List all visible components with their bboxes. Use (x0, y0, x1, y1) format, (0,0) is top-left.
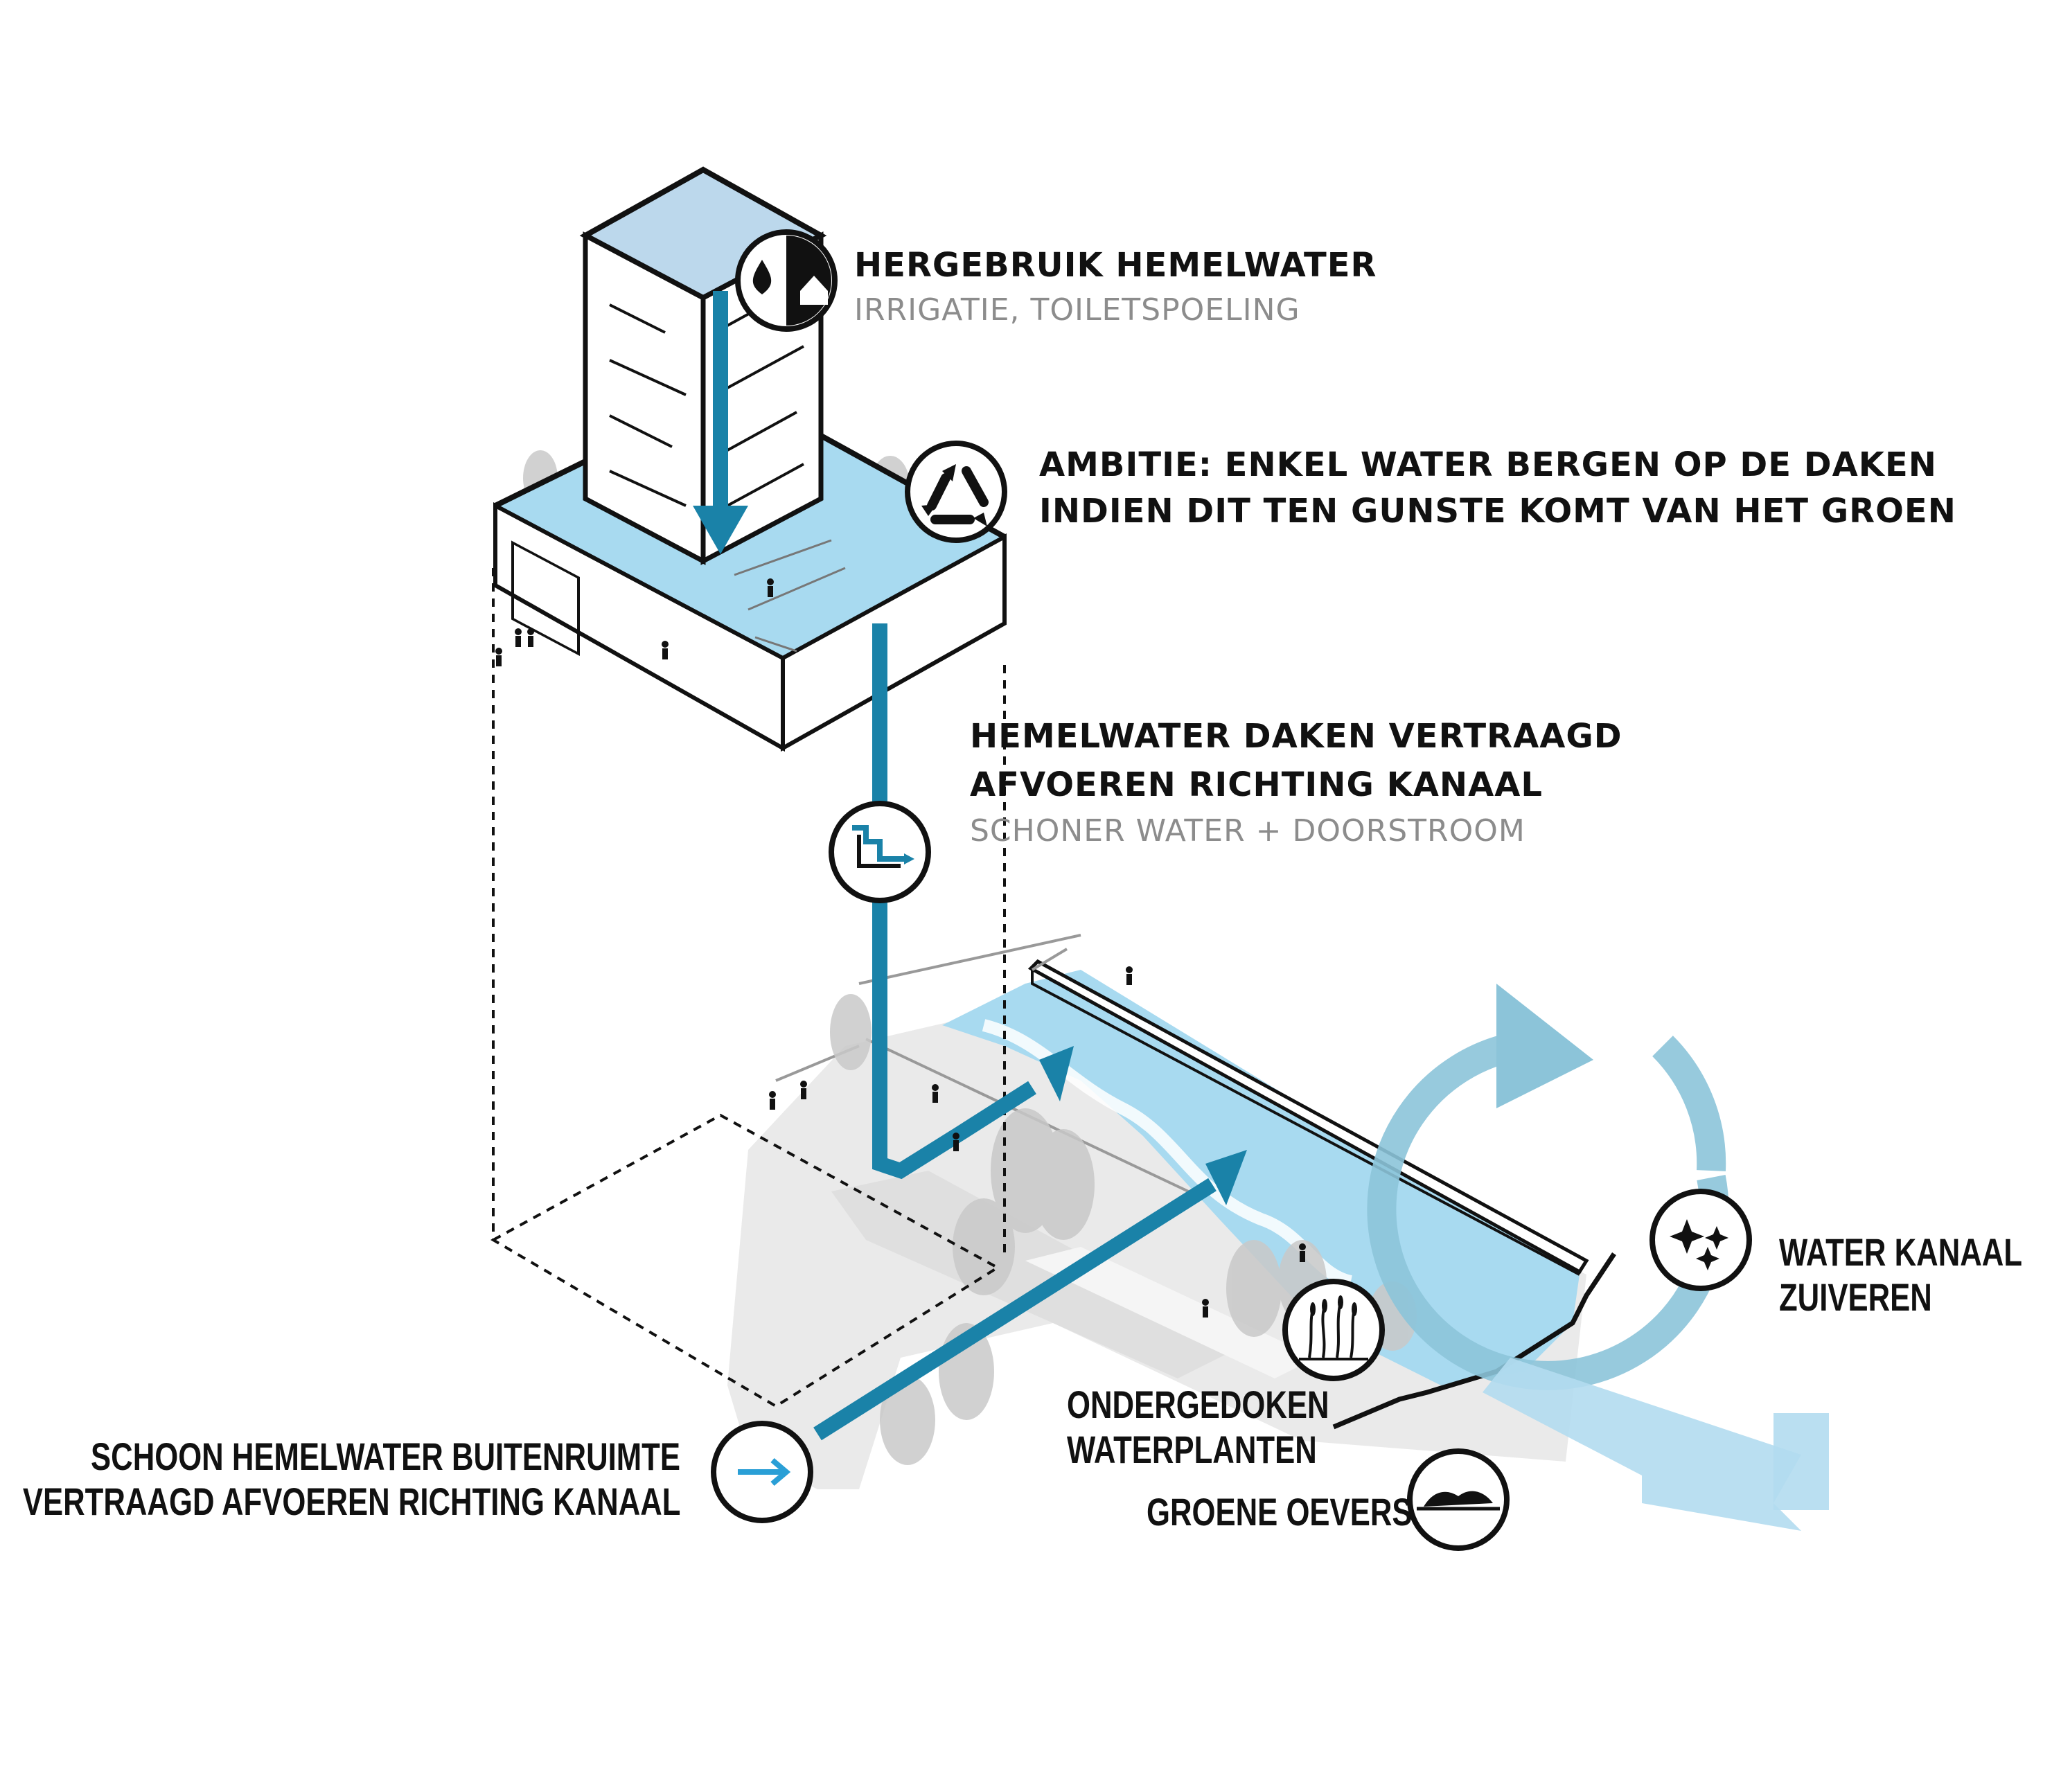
banks-label: GROENE OEVERS (1147, 1490, 1413, 1534)
ground-plane (727, 934, 1586, 1489)
tower-building (579, 166, 827, 565)
plants-line-1: ONDERGEDOKEN (1067, 1383, 1329, 1426)
site-outline (490, 568, 1006, 1408)
purify-line-2: ZUIVEREN (1779, 1275, 1932, 1319)
recycle-icon (905, 441, 1007, 543)
arrow-right-icon (711, 1421, 813, 1523)
roof-runoff-line-1: HEMELWATER DAKEN VERTRAAGD (970, 717, 1622, 756)
ambition-line-1: AMBITIE: ENKEL WATER BERGEN OP DE DAKEN (1039, 445, 1937, 484)
people (495, 578, 1306, 1318)
ambition-line-2: INDIEN DIT TEN GUNSTE KOMT VAN HET GROEN (1039, 492, 1956, 531)
outdoor-line-2: VERTRAAGD AFVOEREN RICHTING KANAAL (22, 1480, 680, 1523)
reuse-title: HERGEBRUIK HEMELWATER (854, 246, 1377, 285)
water-plants-icon (1282, 1279, 1385, 1381)
roof-runoff-subtitle: SCHONER WATER + DOORSTROOM (970, 813, 1525, 849)
water-drop-house-icon (735, 229, 838, 332)
green-bank-icon (1407, 1448, 1510, 1551)
purification-cycle (1367, 984, 1829, 1531)
plants-line-2: WATERPLANTEN (1067, 1428, 1317, 1471)
outdoor-line-1: SCHOON HEMELWATER BUITENRUIMTE (91, 1435, 680, 1478)
reuse-subtitle: IRRIGATIE, TOILETSPOELING (854, 292, 1300, 328)
sparkle-icon (1649, 1189, 1752, 1291)
roof-runoff-line-2: AFVOEREN RICHTING KANAAL (970, 765, 1543, 804)
purify-line-1: WATER KANAAL (1779, 1230, 2023, 1274)
delay-flow-icon (829, 801, 931, 903)
